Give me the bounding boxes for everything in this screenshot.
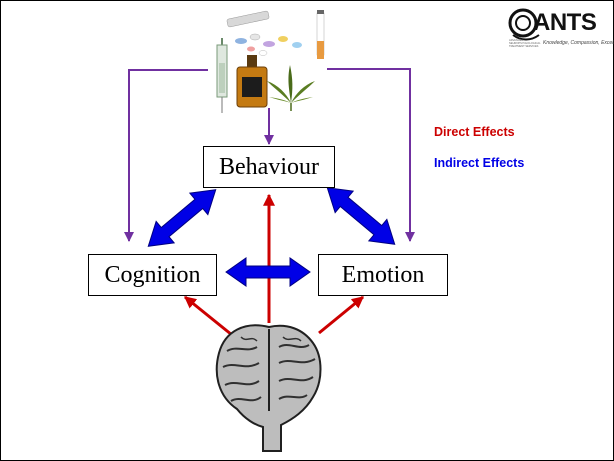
pills-icon bbox=[235, 33, 302, 56]
brain-to-cognition-arrow bbox=[184, 295, 238, 341]
cognition-emotion-double-arrow bbox=[225, 257, 311, 287]
cigarette-icon bbox=[226, 10, 325, 59]
behaviour-cognition-double-arrow bbox=[147, 189, 217, 247]
brain-icon bbox=[215, 324, 322, 452]
legend-direct-effects: Direct Effects bbox=[434, 125, 515, 139]
emotion-box: Emotion bbox=[318, 254, 448, 296]
syringe-icon bbox=[216, 38, 228, 113]
ants-logo-icon bbox=[508, 8, 540, 41]
whisky-bottle-icon bbox=[236, 55, 268, 108]
logo-tagline: Knowledge, Compassion, Excellence bbox=[543, 40, 614, 46]
logo-wordmark: ANTS bbox=[533, 9, 597, 36]
legend-indirect-effects: Indirect Effects bbox=[434, 156, 525, 170]
brain-to-emotion-arrow bbox=[318, 295, 364, 335]
cognition-box: Cognition bbox=[88, 254, 217, 296]
behaviour-box: Behaviour bbox=[203, 146, 335, 188]
substance-to-cognition-arrow bbox=[124, 69, 208, 242]
ants-logo: ANTS Advanced Neuropsychological Treatme… bbox=[509, 9, 614, 55]
logo-full-name: Advanced Neuropsychological Treatment Se… bbox=[509, 39, 541, 48]
cannabis-leaf-icon bbox=[267, 65, 315, 111]
behaviour-emotion-double-arrow bbox=[326, 187, 396, 245]
substance-to-emotion-arrow bbox=[327, 68, 415, 242]
